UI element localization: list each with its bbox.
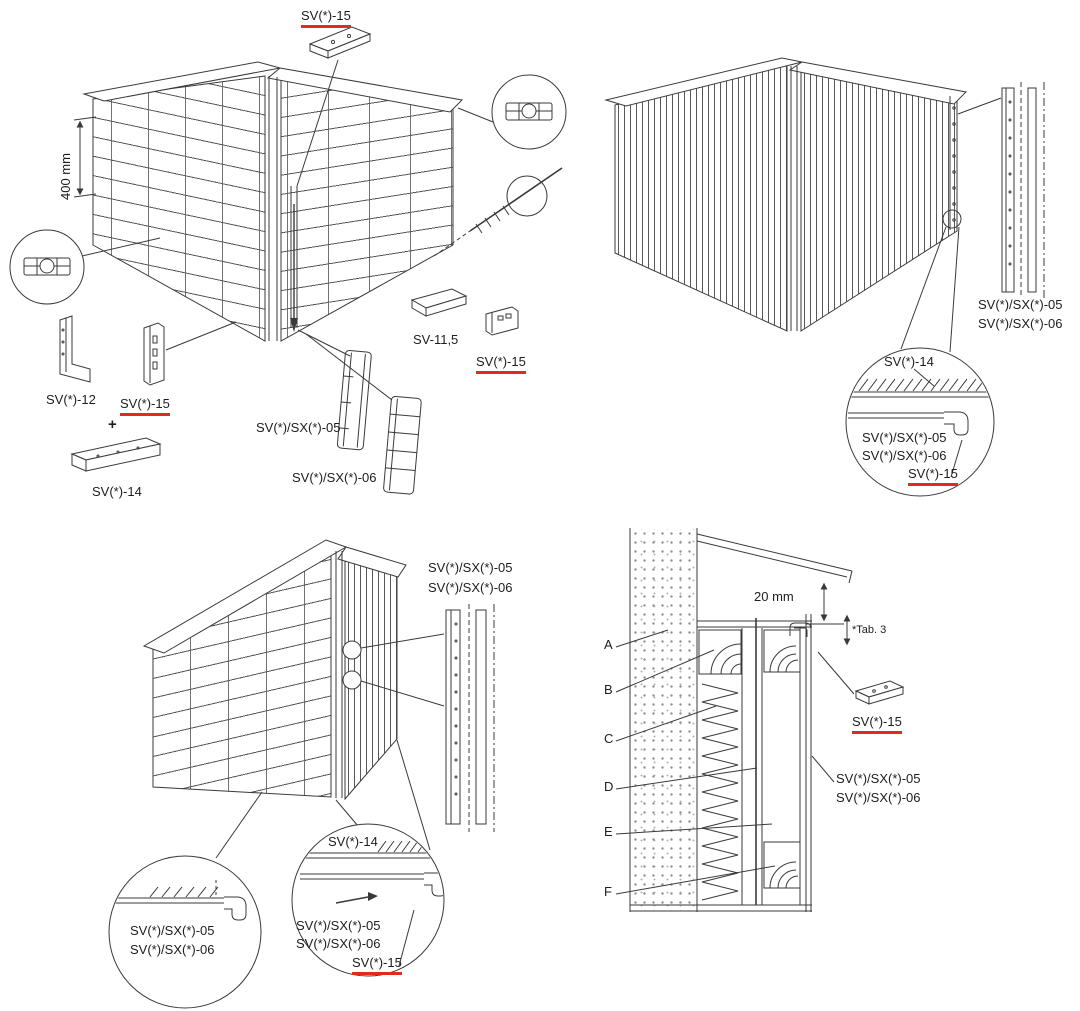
bl-profile-strip-drawing	[445, 604, 495, 832]
tr-profile-strip-drawing	[957, 82, 1045, 298]
tl-screw-icon	[433, 167, 563, 257]
tl-panel-05-icon	[336, 349, 372, 451]
tl-corner-assembly-drawing	[9, 26, 567, 495]
label-tl-sv15-left: SV(*)-15	[120, 396, 170, 416]
tl-starter-strip-sv14-icon	[70, 437, 162, 472]
br-cross-section-drawing	[615, 528, 905, 912]
bl-detail-circle-left	[108, 855, 262, 1009]
tl-level-detail-left	[9, 229, 161, 305]
tl-level-detail-top	[457, 74, 567, 150]
label-tr-detail-sv14: SV(*)-14	[884, 354, 934, 369]
label-br-letter-b: B	[604, 682, 613, 697]
tl-clip-sv15-right-icon	[485, 306, 519, 336]
tl-clip-sv15-icon	[308, 26, 372, 59]
label-bl-d2-sv15: SV(*)-15	[352, 955, 402, 975]
tl-j-profile-sv12-icon	[59, 315, 91, 383]
label-bl-d1-panel-06: SV(*)/SX(*)-06	[130, 942, 215, 957]
label-tl-panel-05: SV(*)/SX(*)-05	[256, 420, 341, 435]
br-clip-sv15-icon	[817, 651, 905, 705]
label-bl-d2-panel-06: SV(*)/SX(*)-06	[296, 936, 381, 951]
label-br-panel-06: SV(*)/SX(*)-06	[836, 790, 921, 805]
label-tr-detail-sv15: SV(*)-15	[908, 466, 958, 486]
label-tl-sv14: SV(*)-14	[92, 484, 142, 499]
tl-bracket-sv15-icon	[143, 322, 165, 386]
label-br-letter-a: A	[604, 637, 613, 652]
label-tl-sv15-top: SV(*)-15	[301, 8, 351, 28]
br-wood-block-icons	[698, 629, 801, 889]
label-br-20mm: 20 mm	[754, 589, 794, 604]
tl-corner-cap-sv115-icon	[410, 288, 468, 317]
label-bl-panel-05: SV(*)/SX(*)-05	[428, 560, 513, 575]
label-tl-panel-06: SV(*)/SX(*)-06	[292, 470, 377, 485]
label-br-letter-f: F	[604, 884, 612, 899]
label-bl-panel-06: SV(*)/SX(*)-06	[428, 580, 513, 595]
label-bl-d2-sv14: SV(*)-14	[328, 834, 378, 849]
label-tl-400mm: 400 mm	[58, 153, 73, 200]
label-br-panel-05: SV(*)/SX(*)-05	[836, 771, 921, 786]
tl-dimension-400mm	[73, 116, 97, 198]
label-tl-sv12: SV(*)-12	[46, 392, 96, 407]
label-tr-detail-panel-05: SV(*)/SX(*)-05	[862, 430, 947, 445]
label-tl-sv15-right: SV(*)-15	[476, 354, 526, 374]
label-tr-detail-panel-06: SV(*)/SX(*)-06	[862, 448, 947, 463]
label-bl-d1-panel-05: SV(*)/SX(*)-05	[130, 923, 215, 938]
label-tr-panel-06: SV(*)/SX(*)-06	[978, 316, 1063, 331]
br-dimension-20mm	[806, 582, 844, 625]
label-bl-d2-panel-05: SV(*)/SX(*)-05	[296, 918, 381, 933]
label-br-letter-c: C	[604, 731, 614, 746]
tr-corner-assembly-drawing	[604, 57, 1045, 497]
label-br-sv15: SV(*)-15	[852, 714, 902, 734]
br-insulation-icon	[701, 683, 739, 901]
label-tl-sv115: SV-11,5	[413, 332, 459, 347]
tl-panel-06-icon	[383, 395, 422, 495]
label-br-letter-e: E	[604, 824, 613, 839]
bl-corner-assembly-drawing	[108, 539, 495, 1009]
label-tr-panel-05: SV(*)/SX(*)-05	[978, 297, 1063, 312]
concrete-wall-hatch	[631, 529, 696, 911]
label-tl-plus: +	[108, 416, 117, 433]
tr-detail-circle	[845, 347, 995, 497]
label-br-tab3: *Tab. 3	[852, 624, 887, 636]
label-br-letter-d: D	[604, 779, 614, 794]
